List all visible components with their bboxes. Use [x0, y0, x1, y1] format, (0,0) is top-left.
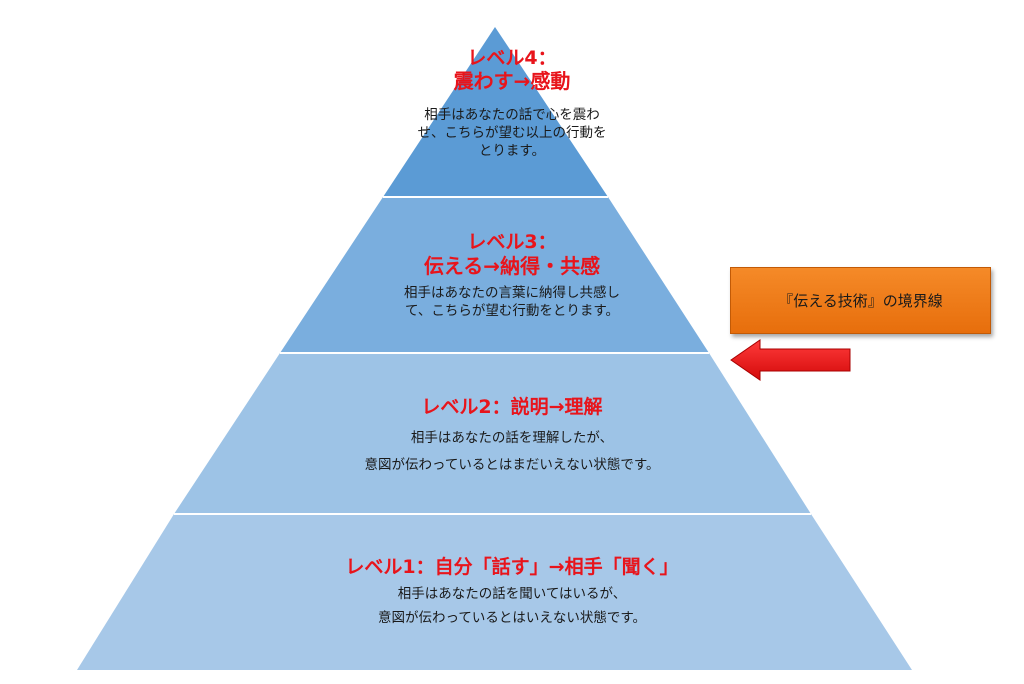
level2-description: 相手はあなたの話を理解したが、 意図が伝わっているとはまだいえない状態です。 [0, 425, 1024, 479]
level4-description: 相手はあなたの話で心を震わ せ、こちらが望む以上の行動を とります。 [0, 106, 1024, 161]
level3-desc-line: 相手はあなたの言葉に納得し共感し [404, 285, 620, 301]
level1-desc-line: 相手はあなたの話を聞いてはいるが、 [397, 586, 627, 602]
level3-title-line1: レベル3： [467, 231, 557, 253]
boundary-arrow-icon [730, 339, 851, 381]
pyramid-level2-band [174, 353, 811, 514]
pyramid-level4-band [383, 27, 608, 197]
boundary-label-box: 『伝える技術』の境界線 [730, 267, 991, 334]
level1-title: レベル1：自分「話す」→相手「聞く」 [345, 556, 679, 578]
level4-title-line1: レベル4： [467, 47, 557, 69]
level4-desc-line: とります。 [478, 143, 546, 160]
level4-title-line2: 震わす→感動 [453, 69, 571, 93]
level4-desc-line: 相手はあなたの話で心を震わ [424, 107, 600, 123]
level3-description: 相手はあなたの言葉に納得し共感し て、こちらが望む行動をとります。 [0, 284, 1024, 320]
pyramid-level3-band [280, 197, 709, 353]
level3-title-line2: 伝える→納得・共感 [423, 254, 601, 278]
level3-desc-line: て、こちらが望む行動をとります。 [405, 303, 619, 320]
level2-desc-line: 相手はあなたの話を理解したが、 [410, 430, 614, 446]
level2-title: レベル2：説明→理解 [421, 396, 603, 418]
level4-desc-line: せ、こちらが望む以上の行動を [417, 125, 607, 142]
level1-description: 相手はあなたの話を聞いてはいるが、 意図が伝わっているとはいえない状態です。 [0, 583, 1024, 630]
level2-desc-line: 意図が伝わっているとはまだいえない状態です。 [364, 457, 660, 473]
level1-desc-line: 意図が伝わっているとはいえない状態です。 [378, 609, 646, 626]
boundary-label: 『伝える技術』の境界線 [778, 292, 943, 310]
pyramid-level1-band [77, 514, 912, 670]
